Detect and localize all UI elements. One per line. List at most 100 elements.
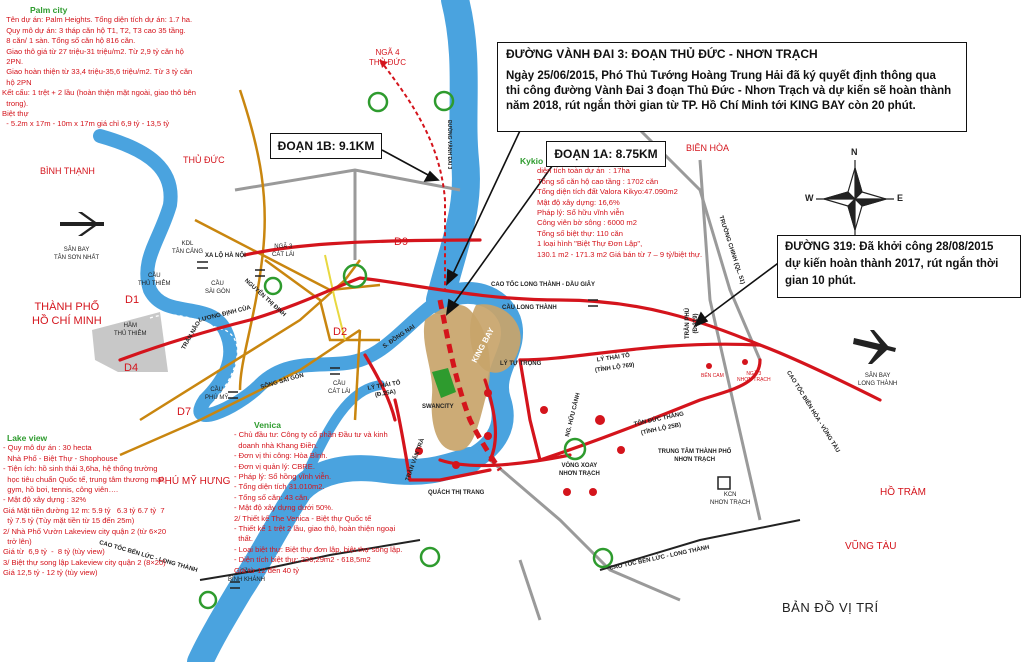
road-d2: D2 [333, 326, 348, 338]
road-xa-lo-ha-noi: XA LỘ HÀ NỘI [205, 253, 246, 259]
note-line: Giao thô giá từ 27 triệu-31 triệu/m2. Từ… [2, 46, 184, 56]
note-line: trở lên) [3, 537, 32, 547]
note-line: - Chủ đầu tư: Công ty cổ phần Đầu tư và … [234, 430, 388, 440]
note-lake-view: Lake view - Quy mô dự án : 30 hecta Nhà … [3, 433, 166, 579]
note-line: - 5.2m x 17m - 10m x 17m giá chỉ 6,9 tỷ … [2, 119, 170, 129]
note-line: - Đơn vị quản lý: CBRE. [234, 461, 315, 471]
note-palm-city: Palm city Tên dự án: Palm Heights. Tổng … [2, 5, 196, 130]
vanh-dai-3-north [379, 59, 446, 290]
note-line: - Tổng số căn: 43 căn. [234, 492, 310, 502]
note-line: Mật độ xây dựng: 16,6% [537, 197, 620, 207]
note-line: 3/ Biệt thự song lập Lakeview city quận … [3, 557, 166, 567]
note-line: tỷ 7.5 tỷ (Tùy mặt tiền từ 15 đến 25m) [3, 516, 135, 526]
note-line: học tiêu chuẩn Quốc tế, trung tâm thương… [3, 474, 166, 484]
compass-rose [816, 160, 894, 238]
note-line: Tổng số căn hộ cao tầng : 1702 căn [537, 176, 659, 186]
callout-vanh-dai-3-line: năm 2018, rút ngắn thời gian từ TP. Hồ C… [506, 100, 916, 112]
note-line: 1 loại hình "Biệt Thự Đơn Lập", [537, 239, 643, 249]
callout-319-line: dự kiến hoàn thành 2017, rút ngắn thời [785, 258, 999, 270]
saigon-river-dotted [149, 314, 238, 401]
note-line: - Tiện ích: hồ sinh thái 3,6ha, hệ thống… [3, 464, 158, 474]
note-line: 8 căn/ 1 sàn. Tổng số căn hộ 816 căn. [2, 36, 136, 46]
note-line: thất. [234, 534, 253, 544]
school-markers [415, 359, 748, 496]
note-venica: Venica - Chủ đầu tư: Công ty cổ phần Đầu… [234, 420, 402, 576]
note-kykio: Kykio diện tích toàn dự án : 17ha Tổng s… [516, 156, 702, 260]
compass-w: W [805, 193, 814, 203]
road-d7: D7 [177, 406, 192, 418]
place-binh-thanh: BÌNH THẠNH [40, 166, 95, 176]
plane-icon-lt [853, 330, 896, 364]
note-line: Quy mô dự án: 3 tháp căn hộ T1, T2, T3 c… [2, 25, 186, 35]
callout-vanh-dai-3-line: thi công đường Vành Đai 3 đoạn Thủ Đức -… [506, 85, 952, 97]
note-line: Giá từ 12 đến 40 tỷ [234, 565, 300, 575]
road-d4: D4 [124, 362, 139, 374]
note-line: Giá từ 6,9 tỷ - 8 tỷ (tùy view) [3, 547, 105, 557]
note-lake-view-title: Lake view [7, 433, 48, 443]
red-roads [118, 238, 882, 482]
note-line: - Đơn vị thi công: Hòa Bình. [234, 451, 328, 461]
note-line: Công viên bờ sông : 6000 m2 [537, 218, 637, 228]
note-line: - Mật độ xây dựng dưới 50%. [234, 503, 334, 513]
note-line: - Mật độ xây dựng : 32% [3, 495, 87, 505]
gray-roads [234, 128, 762, 621]
bridges [197, 261, 598, 589]
note-line: Giá 12,5 tỷ - 12 tỷ (tùy view) [3, 568, 98, 578]
road-vanh-dai-3: ĐƯỜNG VÀNH ĐAI 3 [446, 120, 452, 170]
road-quach-thi-trang: QUÁCH THỊ TRANG [428, 490, 485, 496]
callout-319-line: ĐƯỜNG 319: Đã khởi công 28/08/2015 [785, 241, 994, 253]
callout-319-line: gian 10 phút. [785, 275, 856, 287]
note-line: Giá Mặt tiền đường 12 m: 5.9 tỷ 6.3 tỷ 6… [3, 505, 165, 515]
callout-doan-1a: ĐOẠN 1A: 8.75KM [546, 141, 666, 167]
callout-vanh-dai-3-body: Ngày 25/06/2015, Phó Thủ Tướng Hoàng Tru… [506, 69, 958, 114]
place-swancity: SWANCITY [422, 404, 454, 410]
road-tran-phu: TRẦN PHÚ(Đ.319) [685, 308, 699, 339]
note-line: Kết cấu: 1 trệt + 2 lầu (hoàn thiện mặt … [2, 88, 196, 98]
yellow-route [324, 254, 346, 341]
black-roads [199, 519, 801, 581]
road-cau-long-thanh: CẦU LONG THÀNH [502, 305, 557, 311]
place-bien-hoa: BIÊN HÒA [686, 143, 730, 153]
orange-roads [119, 89, 381, 457]
place-thu-duc: THỦ ĐỨC [183, 155, 225, 165]
note-line: Tên dự án: Palm Heights. Tổng diện tích … [2, 15, 193, 25]
note-line: - Tổng diện tích 31.010m2. [234, 482, 325, 492]
interchanges [198, 90, 614, 610]
note-line: diện tích toàn dự án : 17ha [537, 166, 630, 176]
road-d9: D9 [394, 236, 409, 248]
compass-n: N [851, 147, 858, 157]
green-park [432, 368, 456, 398]
note-line: 2PN. [2, 57, 24, 67]
note-line: Pháp lý: Sổ hữu vĩnh viễn [537, 208, 624, 218]
road-d1: D1 [125, 294, 140, 306]
note-line: - Loại biệt thự: Biệt thự đơn lập, biệt … [234, 544, 403, 554]
callout-doan-1b: ĐOẠN 1B: 9.1KM [270, 133, 382, 159]
note-line: - Quy mô dự án : 30 hecta [3, 443, 92, 453]
callout-vanh-dai-3-line: Ngày 25/06/2015, Phó Thủ Tướng Hoàng Tru… [506, 70, 936, 82]
note-palm-city-title: Palm city [30, 5, 68, 15]
note-line: - Diện tích biệt thự: 226,29m2 - 618,5m2 [234, 555, 371, 565]
callout-vanh-dai-3-heading: ĐƯỜNG VÀNH ĐAI 3: ĐOẠN THỦ ĐỨC - NHƠN TR… [506, 47, 818, 61]
note-line: Biệt thự [2, 109, 29, 119]
note-line: 2/ Nhà Phố Vườn Lakeview city quận 2 (từ… [3, 526, 167, 536]
callout-lines [381, 119, 786, 328]
note-line: Tổng số biệt thự: 110 căn [537, 228, 623, 238]
note-line: - Thiết kế 1 trệt 2 lầu, giao thô, hoàn … [234, 524, 396, 534]
callout-vanh-dai-3: ĐƯỜNG VÀNH ĐAI 3: ĐOẠN THỦ ĐỨC - NHƠN TR… [497, 42, 967, 132]
road-ly-tu-trong: LÝ TỰ TRỌNG [500, 361, 542, 367]
